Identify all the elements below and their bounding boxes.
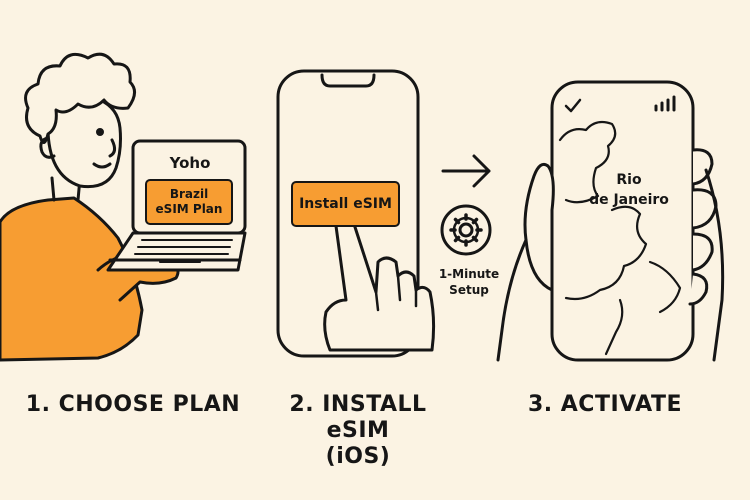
plan-label-line2: eSIM Plan — [155, 202, 223, 216]
map-icon — [558, 120, 682, 356]
holding-hand-icon — [496, 148, 725, 362]
plan-label-line1: Brazil — [169, 187, 209, 201]
checkmark-icon — [564, 98, 582, 113]
pointing-hand-icon — [323, 219, 436, 352]
step1-label: 1. CHOOSE PLAN — [25, 392, 241, 417]
setup-caption: 1-Minute Setup — [432, 266, 506, 298]
map-city-label: Rio de Janeiro — [582, 170, 676, 210]
setup-line1: 1-Minute — [438, 267, 500, 281]
install-esim-button[interactable]: Install eSIM — [291, 181, 400, 227]
step3-label: 3. ACTIVATE — [527, 392, 683, 417]
city-line2: de Janeiro — [589, 192, 669, 208]
city-line1: Rio — [616, 172, 642, 188]
setup-line2: Setup — [449, 283, 489, 297]
signal-bars-icon — [654, 95, 676, 112]
step2-label-line2: (iOS) — [325, 444, 391, 469]
gear-icon — [440, 204, 492, 256]
laptop-brand-text: Yoho — [169, 154, 211, 172]
brazil-esim-plan-button[interactable]: Brazil eSIM Plan — [145, 179, 233, 225]
arrow-right-icon — [441, 154, 491, 188]
step2-label: 2. INSTALL eSIM (iOS) — [258, 392, 458, 470]
step2-label-line1: 2. INSTALL eSIM — [289, 392, 427, 443]
